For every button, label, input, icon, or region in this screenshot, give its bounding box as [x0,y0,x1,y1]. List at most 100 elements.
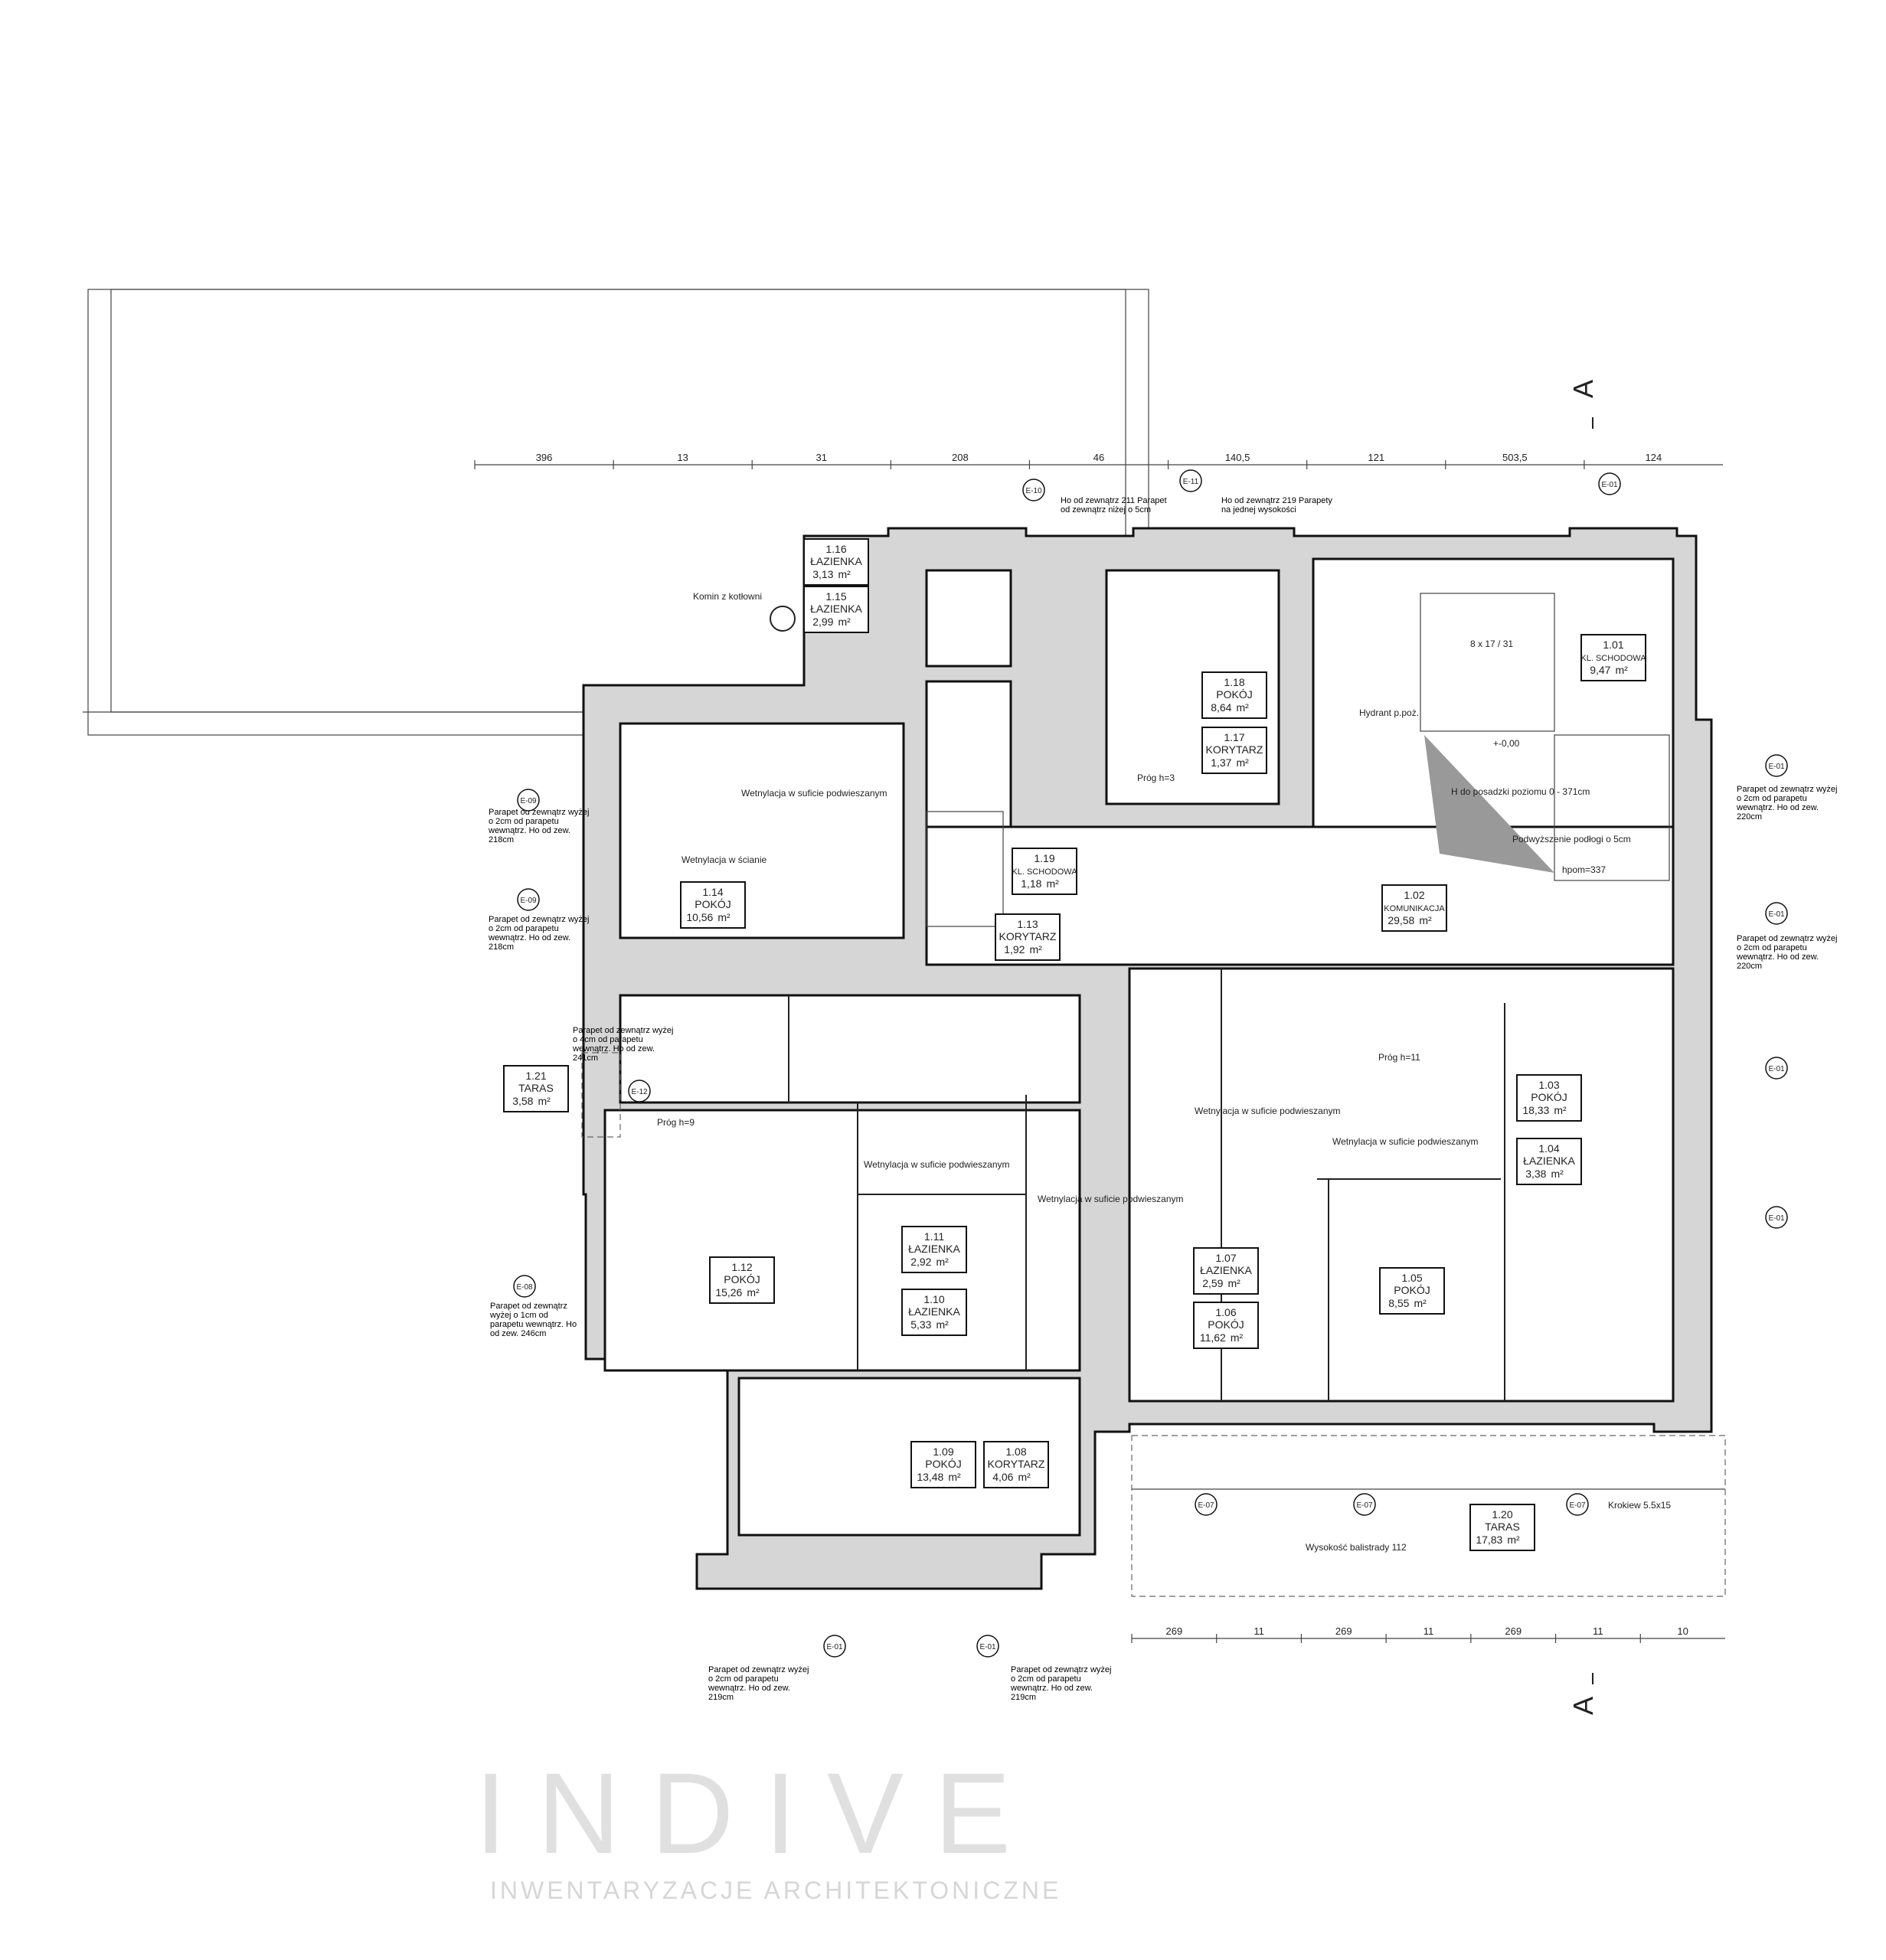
window-tag-label: E-08 [516,1283,533,1292]
room-id: 1.01 [1603,639,1623,651]
room-area-unit: m² [1507,1534,1520,1546]
room-area-value: 9,47 [1590,664,1610,676]
room-area-unit: m² [1227,1277,1240,1289]
window-tag-label: E-01 [1768,910,1785,919]
room-id: 1.19 [1034,852,1054,864]
window-tag: E-01 [1765,902,1788,925]
level-zero: +-0,00 [1493,738,1520,749]
room-name: TARAS [518,1082,554,1094]
room-name: KL. SCHODOWA [1580,654,1646,663]
parapet-note-left-1: Parapet od zewnątrz wyżej o 2cm od parap… [489,808,590,844]
room-area-value: 2,99 [812,616,833,628]
room-id: 1.09 [933,1446,953,1458]
room-name: POKÓJ [1531,1091,1567,1103]
room-id: 1.14 [702,886,723,898]
chimney-label: Komin z kotłowni [693,591,762,602]
window-tag: E-07 [1195,1493,1218,1516]
dimension-value: 208 [952,452,969,463]
vent-ceiling-note-2: Wetnylacja w suficie podwieszanym [864,1159,1010,1170]
parapet-note-bottom-2: Parapet od zewnątrz wyżej o 2cm od parap… [1011,1665,1112,1702]
hydrant-note: Hydrant p.poż. [1359,707,1419,718]
room-name: POKÓJ [1216,688,1252,701]
room-area-unit: m² [1236,756,1249,769]
room-id: 1.11 [924,1230,944,1243]
room-id: 1.20 [1492,1508,1512,1521]
window-tag: E-01 [1765,1057,1788,1080]
room-area-value: 3,13 [812,568,833,580]
chimney-icon [770,606,796,632]
room-id: 1.05 [1401,1272,1422,1284]
room-id: 1.04 [1538,1142,1559,1155]
window-tag: E-01 [976,1635,999,1658]
room-id: 1.16 [825,543,846,555]
room-area-value: 8,55 [1388,1297,1409,1309]
room-name: POKÓJ [1208,1318,1244,1331]
room-area-unit: m² [1554,1104,1567,1116]
window-tag-label: E-01 [1768,763,1785,771]
window-tag-label: E-07 [1198,1501,1214,1510]
room-name: ŁAZIENKA [1523,1155,1575,1167]
room-area-value: 8,64 [1211,701,1231,714]
room-area-unit: m² [1551,1168,1564,1180]
window-tag-label: E-07 [1569,1501,1586,1510]
room-name: KL. SCHODOWA [1012,867,1077,877]
room-name: TARAS [1485,1521,1520,1533]
terrace-121 [581,1052,621,1138]
watermark: INDIVE INWENTARYZACJE ARCHITEKTONICZNE [475,1749,1058,1904]
room-name: ŁAZIENKA [810,603,862,615]
room-name: POKÓJ [925,1458,961,1470]
room-area-value: 2,59 [1202,1277,1223,1289]
window-tag: E-09 [517,888,540,911]
window-tag-label: E-09 [520,897,537,905]
window-tag-label: E-01 [1768,1214,1785,1223]
window-tag-label: E-12 [631,1088,648,1096]
dimension-value: 121 [1368,452,1384,463]
room-id: 1.13 [1017,918,1038,930]
dimension-value: 124 [1646,452,1662,463]
window-tag: E-07 [1353,1493,1376,1516]
dimension-value: 46 [1093,452,1104,463]
hpom-note: hpom=337 [1562,864,1606,875]
vent-wall-note: Wetnylacja w ścianie [682,854,766,865]
room-id: 1.12 [731,1261,752,1273]
section-mark-top: A [1567,380,1599,398]
room-id: 1.18 [1224,676,1244,688]
room-area-value: 13,48 [917,1471,943,1483]
room-id: 1.08 [1005,1446,1026,1458]
staircase [926,593,1670,927]
building-walls [582,527,1713,1590]
parapet-note-e08: Parapet od zewnątrz wyżej o 1cm od parap… [490,1302,577,1338]
dimension-value: 31 [816,452,827,463]
room-id: 1.07 [1215,1252,1236,1264]
dimension-value: 10 [1677,1625,1688,1637]
room-area-value: 2,92 [910,1256,931,1268]
window-tag-label: E-01 [1768,1065,1785,1073]
floor-height-note: H do posadzki poziomu 0 - 371cm [1451,786,1590,797]
vent-ceiling-note-1: Wetnylacja w suficie podwieszanym [741,788,887,799]
room-id: 1.03 [1538,1079,1559,1091]
